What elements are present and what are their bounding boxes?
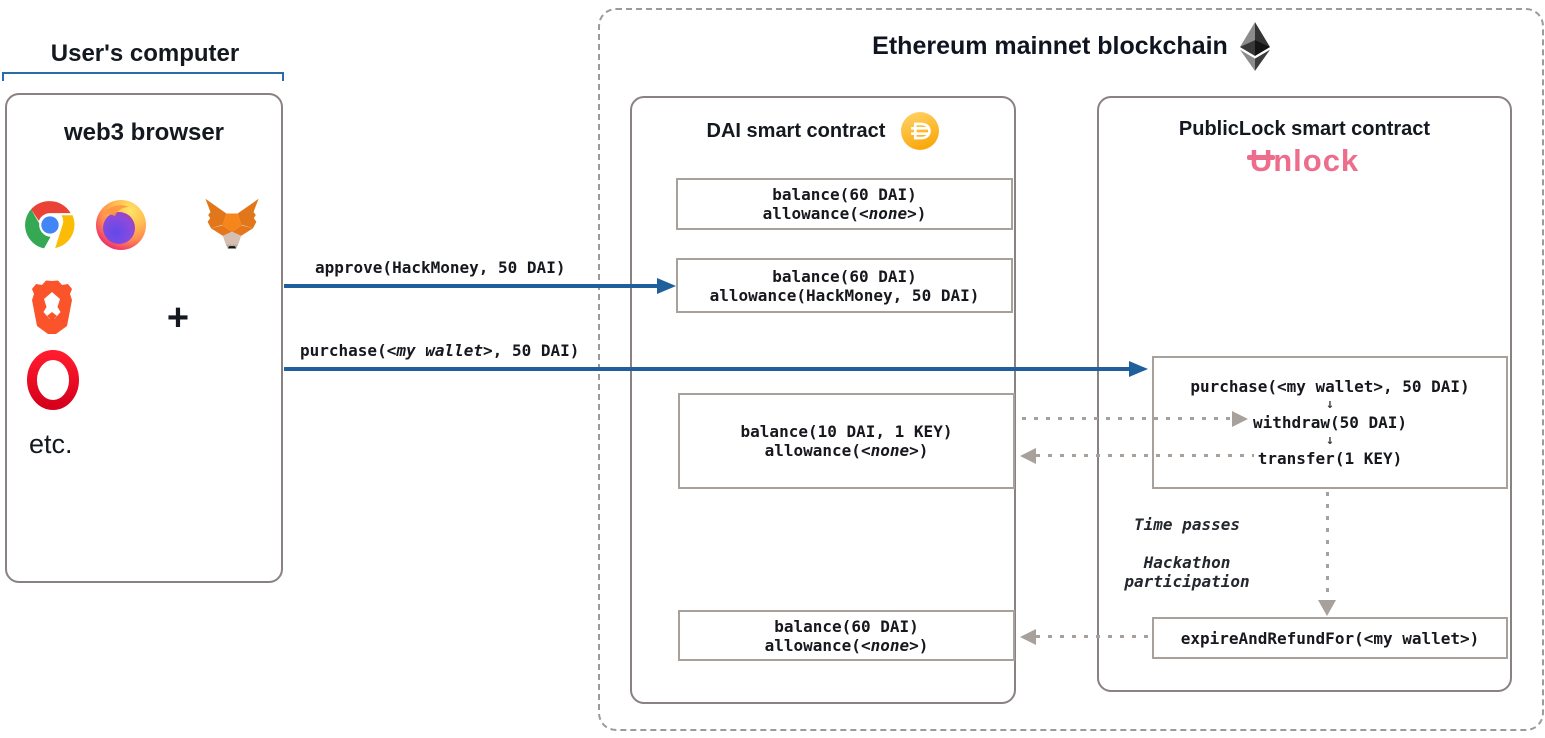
firefox-icon <box>94 198 148 252</box>
purchase-arrowhead-icon <box>1129 361 1148 377</box>
expire-refund-call: expireAndRefundFor(<my wallet>) <box>1180 628 1480 648</box>
dai-state-refunded: balance(60 DAI) allowance(<none>) <box>678 610 1015 661</box>
balance-line: balance(60 DAI) <box>772 266 917 286</box>
purchase-call: purchase(<my wallet>, 50 DAI) <box>1190 377 1470 396</box>
unlock-logo-u: U <box>1246 143 1275 179</box>
refund-dotted-arrowhead-icon <box>1020 629 1036 645</box>
approve-arrow-line <box>284 284 659 288</box>
purchase-arrow-line <box>284 367 1130 371</box>
expire-vertical-dotted-line <box>1326 492 1329 600</box>
publiclock-call-box: purchase(<my wallet>, 50 DAI) ↓ withdraw… <box>1152 356 1508 489</box>
withdraw-dotted-arrowhead-icon <box>1232 411 1248 427</box>
withdraw-call: withdraw(50 DAI) <box>1252 413 1408 432</box>
ethereum-header: Ethereum mainnet blockchain <box>598 20 1544 72</box>
time-passes-note: Time passes <box>1134 515 1240 534</box>
approve-arrow-label: approve(HackMoney, 50 DAI) <box>315 258 566 277</box>
transfer-dotted-line <box>1036 454 1254 457</box>
approve-arrowhead-icon <box>657 278 676 294</box>
hackathon-note: Hackathon participation <box>1124 553 1250 591</box>
allowance-line: allowance(HackMoney, 50 DAI) <box>709 285 980 305</box>
unlock-logo-rest: nlock <box>1273 143 1360 178</box>
allowance-line: allowance(<none>) <box>762 204 927 223</box>
allowance-line: allowance(<none>) <box>764 635 929 655</box>
withdraw-dotted-line <box>1022 417 1234 420</box>
chrome-icon <box>24 199 76 251</box>
balance-line: balance(60 DAI) <box>774 616 919 636</box>
balance-line: balance(60 DAI) <box>772 185 917 204</box>
dai-title: DAI smart contract <box>706 119 886 142</box>
allowance-line: allowance(<none>) <box>764 441 929 460</box>
web3-browser-title: web3 browser <box>63 119 225 146</box>
web3-browser-box: web3 browser <box>5 93 283 583</box>
metamask-icon <box>204 197 260 251</box>
transfer-call: transfer(1 KEY) <box>1257 449 1403 468</box>
users-computer-bracket <box>2 72 284 81</box>
refund-dotted-line <box>1036 635 1150 638</box>
dai-icon <box>901 112 940 150</box>
dai-contract-box <box>630 96 1016 704</box>
expire-vertical-arrowhead-icon <box>1318 600 1336 616</box>
dai-header: DAI smart contract <box>630 108 1016 154</box>
dai-state-approved: balance(60 DAI) allowance(HackMoney, 50 … <box>676 258 1013 313</box>
users-computer-title: User's computer <box>50 40 240 67</box>
etc-label: etc. <box>29 429 73 459</box>
publiclock-title: PublicLock smart contract <box>1178 118 1431 140</box>
ethereum-icon <box>1239 21 1270 71</box>
ethereum-title: Ethereum mainnet blockchain <box>872 31 1228 60</box>
plus-sign: + <box>166 297 190 339</box>
dai-state-after-purchase: balance(10 DAI, 1 KEY) allowance(<none>) <box>678 393 1015 489</box>
expire-refund-box: expireAndRefundFor(<my wallet>) <box>1152 617 1508 659</box>
purchase-arrow-label: purchase(<my wallet>, 50 DAI) <box>300 341 580 360</box>
balance-line: balance(10 DAI, 1 KEY) <box>740 422 953 441</box>
opera-icon <box>25 350 81 410</box>
down-arrow-icon: ↓ <box>1326 397 1334 412</box>
transfer-dotted-arrowhead-icon <box>1020 448 1036 464</box>
brave-icon <box>29 280 75 334</box>
dai-state-initial: balance(60 DAI) allowance(<none>) <box>676 178 1013 230</box>
publiclock-contract-box <box>1097 96 1512 692</box>
unlock-u-bar <box>1246 155 1275 160</box>
down-arrow-icon: ↓ <box>1326 433 1334 448</box>
